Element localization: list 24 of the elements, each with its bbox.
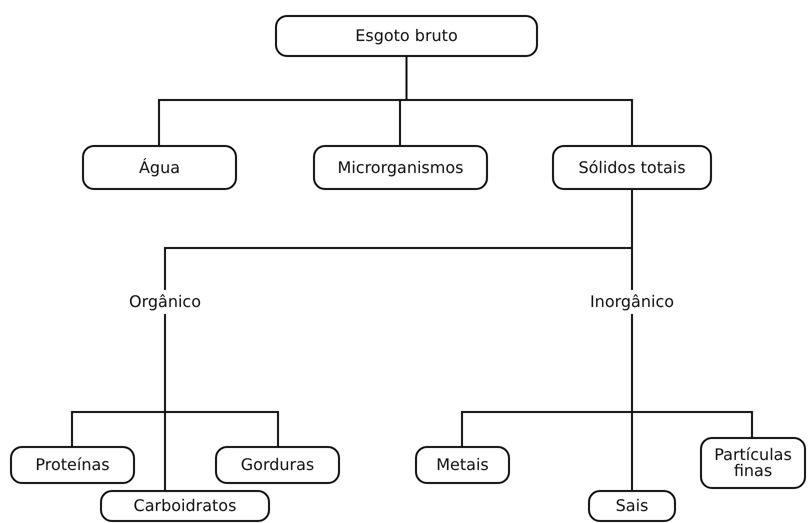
connector-line	[406, 57, 633, 145]
node-label: Partículas finas	[713, 447, 793, 479]
node-label: Metais	[436, 457, 489, 473]
rounded-box	[415, 446, 510, 484]
node-label: Proteínas	[35, 457, 110, 473]
rounded-box	[100, 490, 270, 522]
node-label: Sais	[616, 498, 648, 514]
connector-line	[631, 314, 753, 437]
connector-line	[631, 190, 633, 290]
node-label: Carboidratos	[134, 498, 236, 514]
node-label: Água	[138, 160, 180, 176]
rounded-box	[215, 446, 340, 484]
rounded-box	[588, 490, 676, 522]
node-label: Sólidos totais	[578, 160, 686, 176]
rounded-box	[275, 15, 538, 57]
rounded-box	[82, 145, 237, 190]
node-label: Gorduras	[240, 457, 314, 473]
rounded-box	[10, 446, 135, 484]
rounded-box	[313, 145, 488, 190]
rounded-box	[552, 145, 712, 190]
rounded-box	[700, 437, 806, 489]
node-label: Esgoto bruto	[355, 28, 458, 44]
node-label: Microrganismos	[338, 160, 464, 176]
connector-line	[164, 314, 279, 446]
